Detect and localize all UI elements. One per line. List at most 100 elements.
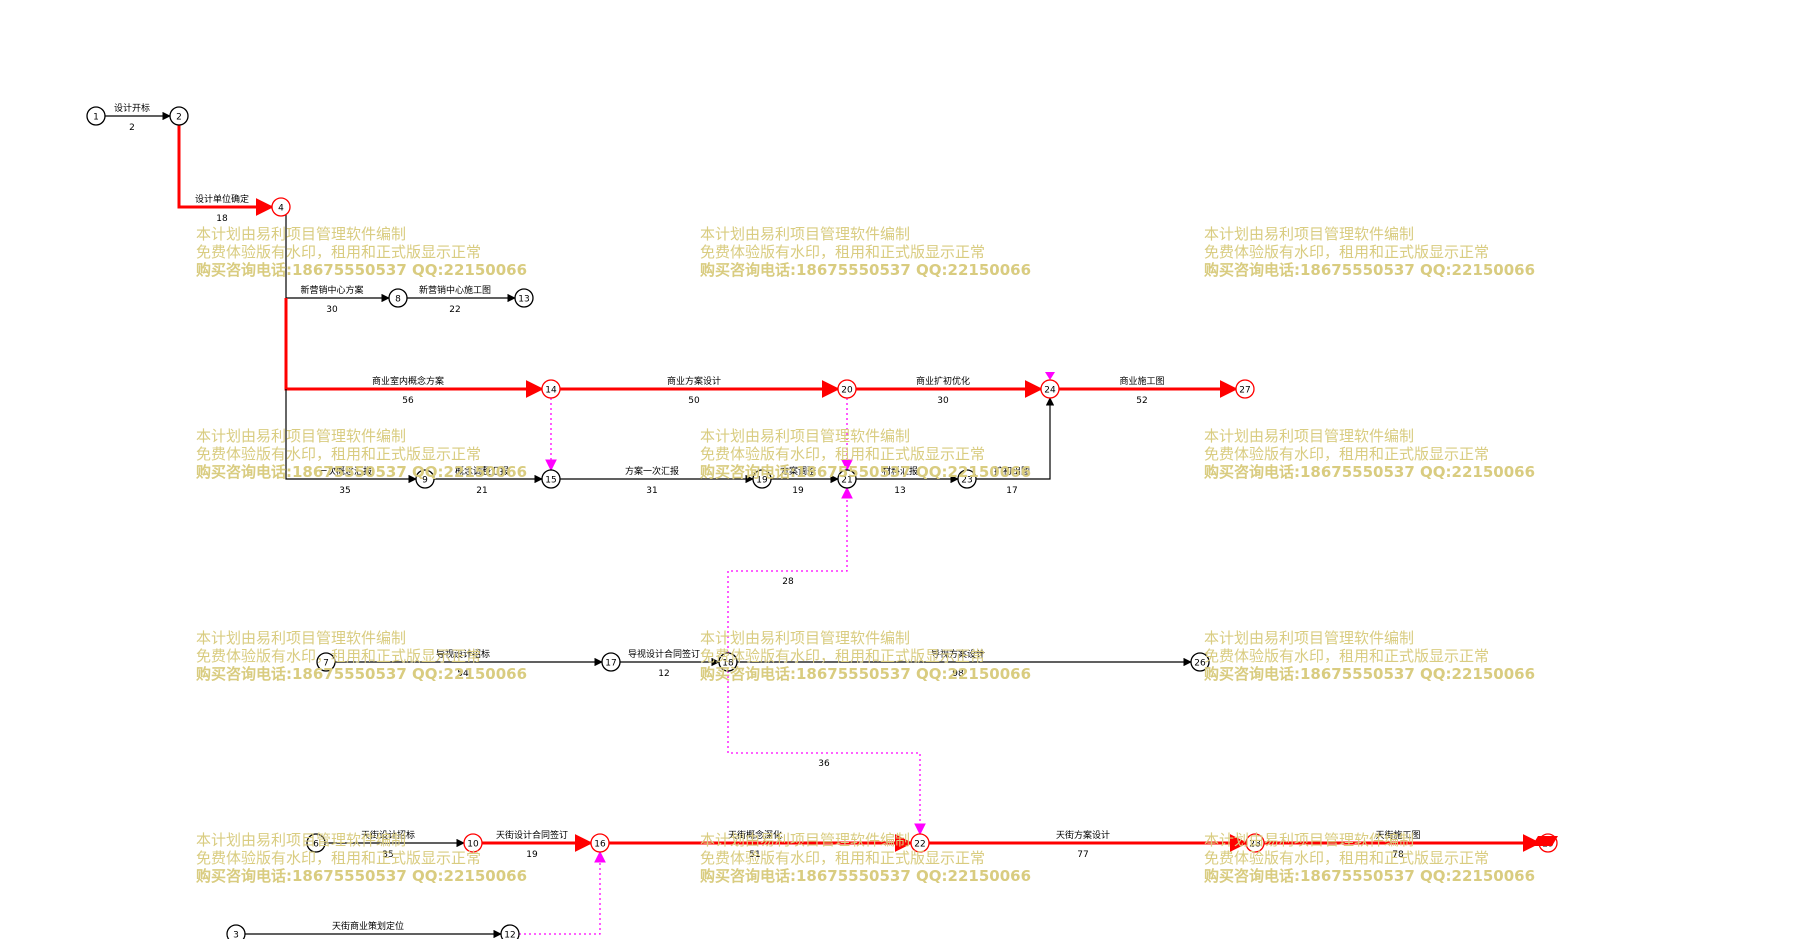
node-circle: [86, 106, 106, 126]
node-number: 1: [93, 113, 99, 123]
node-number: 20: [841, 386, 853, 396]
node-circle: [837, 469, 857, 489]
node-circle: [752, 469, 772, 489]
activity-name: 材料汇报: [882, 465, 918, 477]
activity-name: 天街设计招标: [361, 829, 415, 841]
activity-name: 方案调整: [780, 465, 816, 477]
event-node-28: 28: [1245, 833, 1265, 853]
node-circle: [1190, 652, 1210, 672]
node-circle: [514, 288, 534, 308]
node-circle: [957, 469, 977, 489]
activity-duration: 30: [937, 396, 949, 406]
node-circle: [541, 379, 561, 399]
activity-arrow: [976, 397, 1055, 480]
dependency-arrow: [519, 850, 606, 935]
node-circle: [271, 197, 291, 217]
node-circle: [1040, 379, 1060, 399]
node-circle: [910, 833, 930, 853]
dependency-duration: 28: [782, 577, 794, 587]
milestone-marker-icon: [1045, 372, 1055, 380]
node-circle: [1235, 379, 1255, 399]
activity-name: 商业施工图: [1119, 375, 1164, 387]
activity-name: 一次概念汇报: [318, 465, 372, 477]
dependency-duration: 36: [818, 759, 830, 769]
activity-duration: 50: [688, 396, 700, 406]
node-circle: [837, 379, 857, 399]
activity-duration: 98: [952, 669, 964, 679]
activity-duration: 78: [1392, 850, 1404, 860]
activity-duration: 56: [402, 396, 414, 406]
node-number: 15: [545, 476, 556, 486]
event-node-18: 18: [718, 652, 738, 672]
event-node-6: 6: [306, 833, 326, 853]
activity-duration: 19: [526, 850, 538, 860]
activity-duration: 77: [1077, 850, 1088, 860]
activity-name: 导视设计合同签订: [628, 648, 700, 660]
node-circle: [590, 833, 610, 853]
activity-duration: 18: [216, 214, 228, 224]
activity-arrow: [285, 389, 417, 484]
node-number: 23: [961, 476, 972, 486]
node-number: 19: [756, 476, 768, 486]
node-circle: [718, 652, 738, 672]
activity-duration: 51: [749, 850, 760, 860]
node-number: 21: [841, 476, 852, 486]
activity-name: 扩初出图: [994, 465, 1030, 477]
node-number: 18: [722, 659, 734, 669]
activity-duration: 52: [1136, 396, 1147, 406]
event-node-1: 1: [86, 106, 106, 126]
activity-duration: 30: [326, 305, 338, 315]
node-number: 10: [467, 840, 479, 850]
activity-name: 新营销中心方案: [300, 284, 363, 296]
activity-name: 新营销中心施工图: [419, 284, 491, 296]
node-number: 9: [422, 476, 428, 486]
event-node-3: 3: [226, 924, 246, 939]
node-circle: [415, 469, 435, 489]
dependency-arrow: [727, 486, 853, 653]
activity-name: 设计开标: [114, 102, 150, 114]
node-number: 22: [914, 840, 925, 850]
node-number: 13: [518, 295, 529, 305]
event-node-4: 4: [271, 197, 291, 217]
node-number: 4: [278, 204, 284, 214]
activity-name: 商业方案设计: [667, 375, 721, 387]
node-circle: [500, 924, 520, 939]
event-node-14: 14: [541, 379, 561, 399]
event-node-7: 7: [316, 652, 336, 672]
activity-duration: 31: [646, 486, 657, 496]
activity-name: 设计单位确定: [195, 193, 249, 205]
event-node-10: 10: [463, 833, 483, 853]
node-number: 3: [233, 931, 239, 939]
node-number: 17: [605, 659, 616, 669]
event-node-19: 19: [752, 469, 772, 489]
event-node-23: 23: [957, 469, 977, 489]
dependency-arrow: [727, 671, 926, 836]
activity-duration: 21: [476, 486, 487, 496]
event-node-26: 26: [1190, 652, 1210, 672]
event-node-24: 24: [1040, 379, 1060, 399]
node-number: 14: [545, 386, 557, 396]
activity-name: 天街概念深化: [728, 829, 782, 841]
node-circle: [601, 652, 621, 672]
activity-arrow: [284, 298, 544, 398]
event-node-2: 2: [169, 106, 189, 126]
node-circle: [316, 652, 336, 672]
node-circle: [541, 469, 561, 489]
activity-duration: 35: [382, 850, 393, 860]
event-node-8: 8: [388, 288, 408, 308]
node-circle: [169, 106, 189, 126]
node-number: 28: [1249, 840, 1261, 850]
activity-name: 天街设计合同签订: [496, 829, 568, 841]
activity-duration: 22: [449, 305, 460, 315]
node-number: 8: [395, 295, 401, 305]
activity-duration: 54: [457, 669, 469, 679]
activity-name: 概念调整汇报: [455, 465, 509, 477]
event-node-22: 22: [910, 833, 930, 853]
end-flag: [1532, 836, 1558, 846]
event-node-13: 13: [514, 288, 534, 308]
node-number: 27: [1239, 386, 1250, 396]
finish-flag-icon: [1532, 836, 1558, 846]
activity-name: 导视方案设计: [931, 648, 985, 660]
event-node-15: 15: [541, 469, 561, 489]
activity-labels: 设计开标2设计单位确定18新营销中心方案30新营销中心施工图22商业室内概念方案…: [114, 102, 1421, 932]
